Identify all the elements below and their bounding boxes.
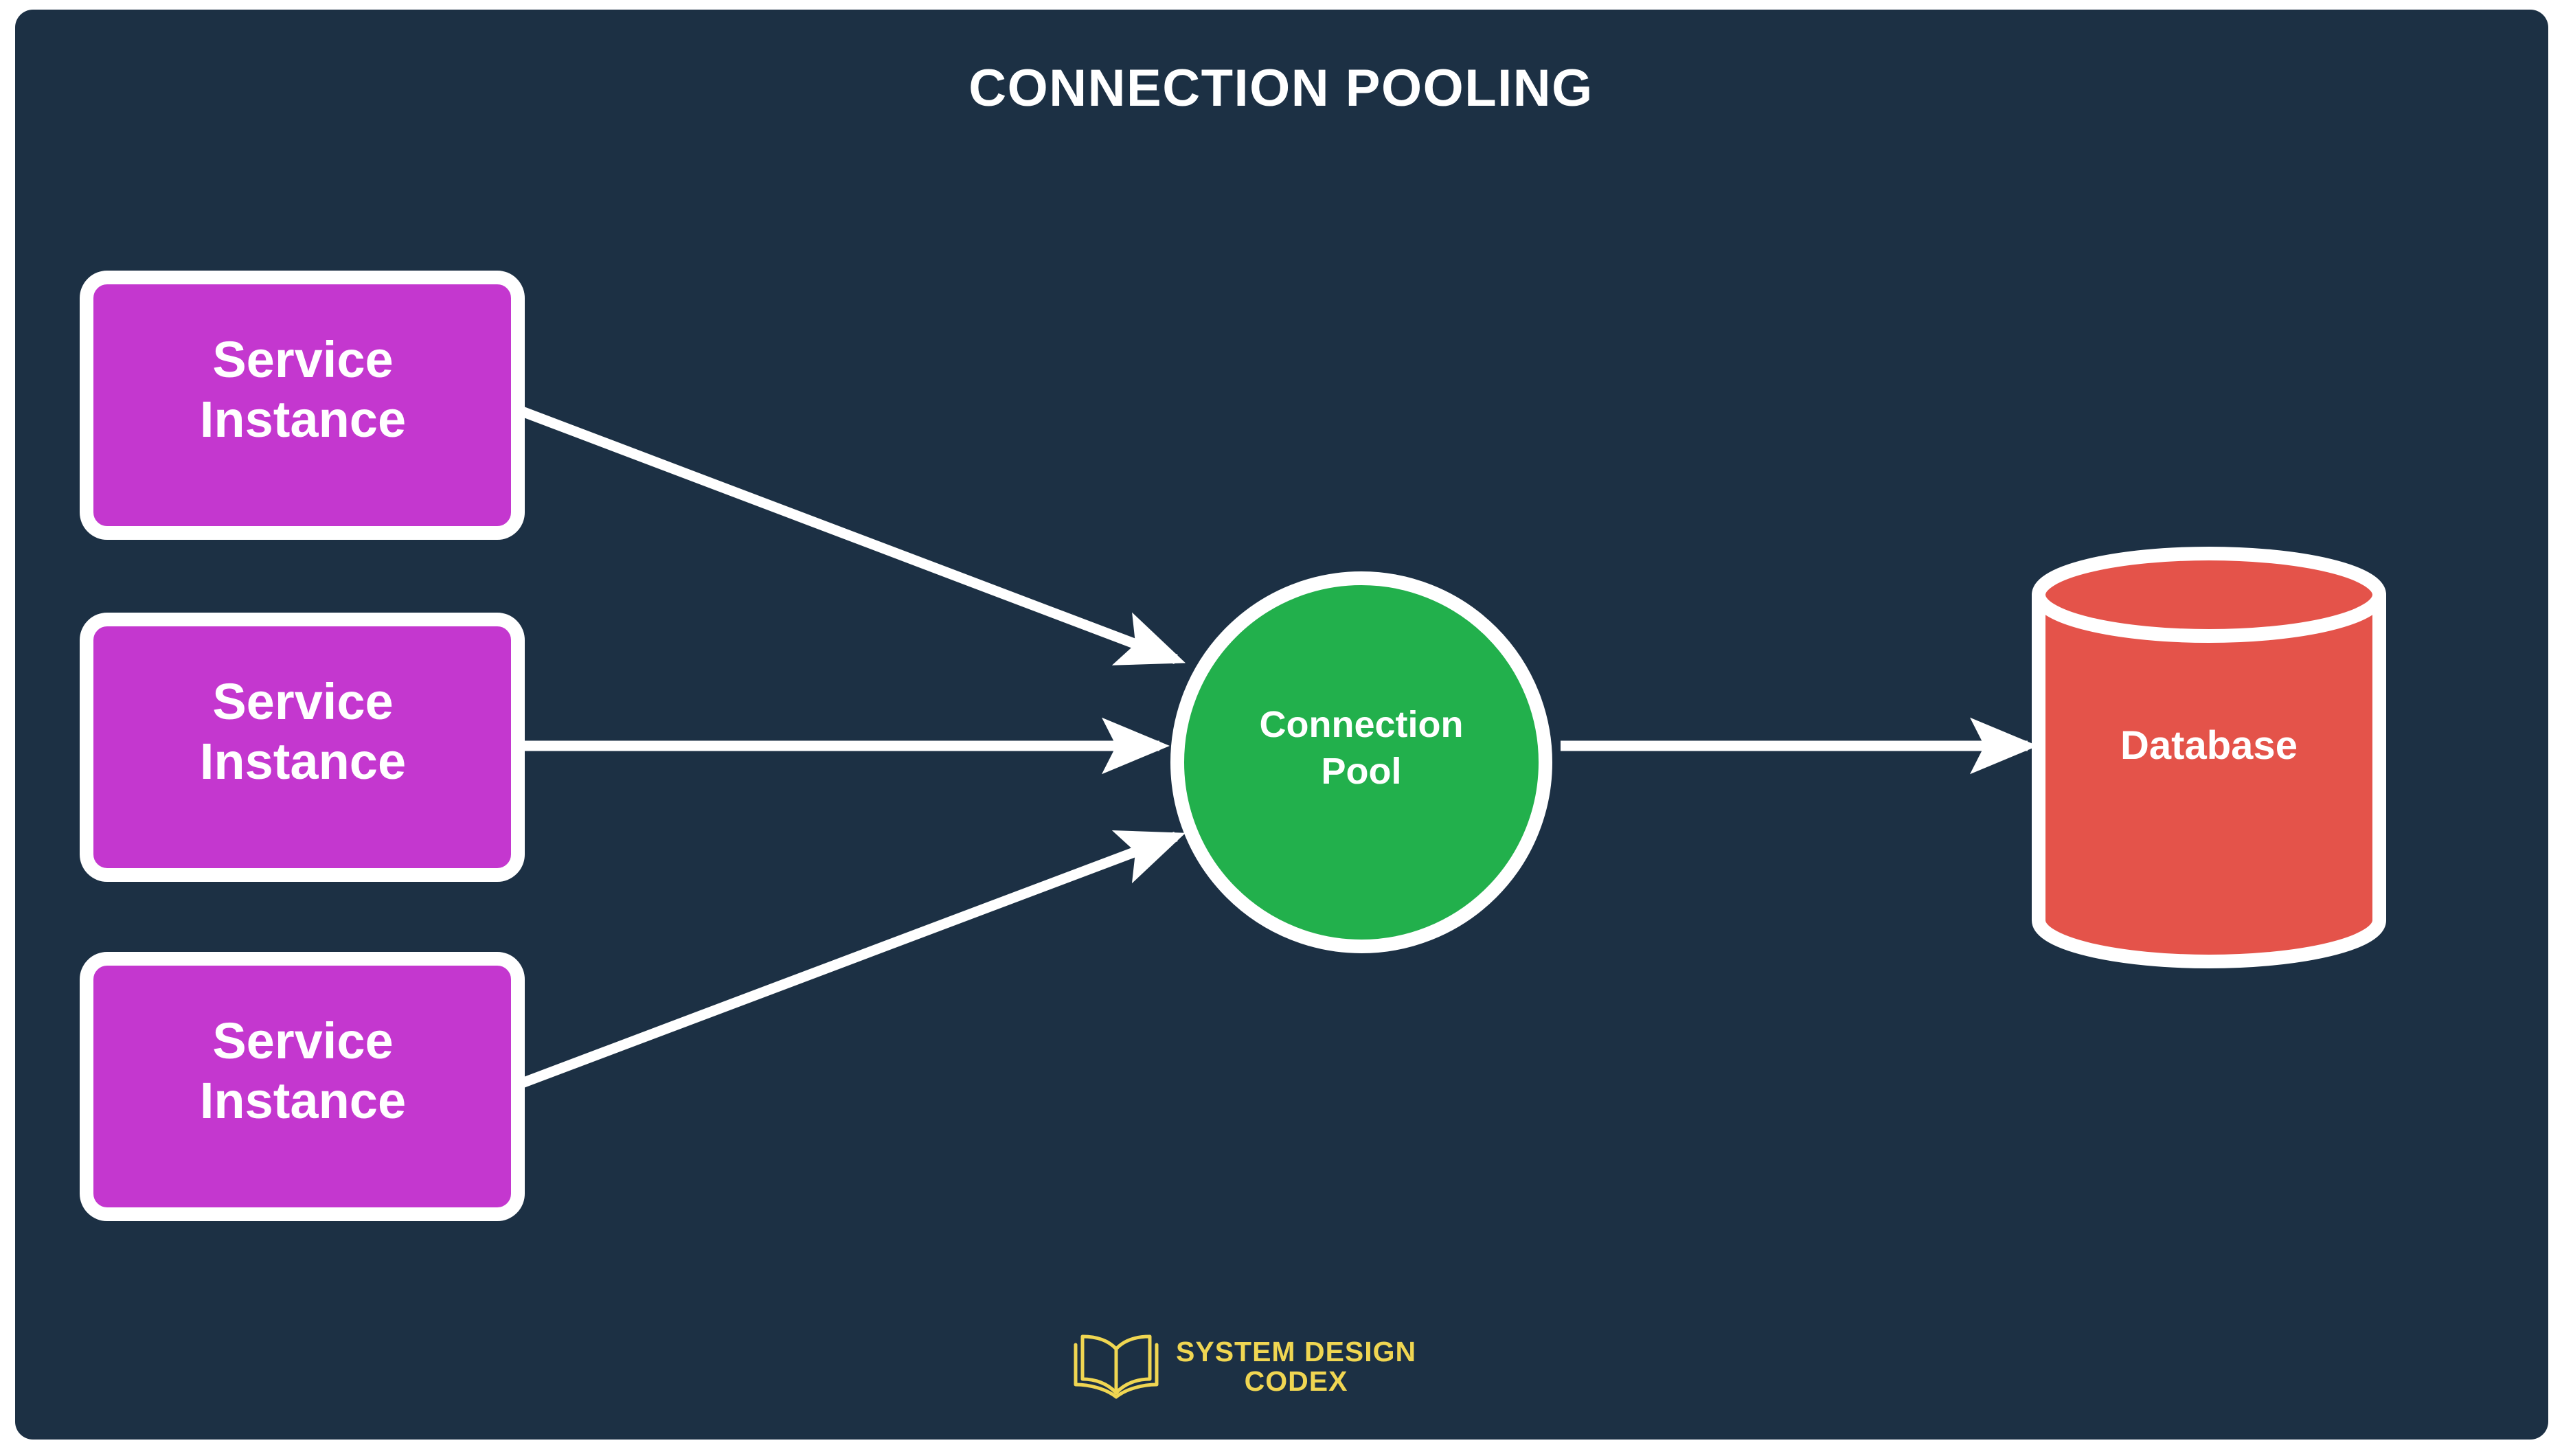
database-cylinder[interactable] [2032,547,2386,968]
service-instance-box-3[interactable] [80,952,525,1221]
page-title: CONNECTION POOLING [968,59,1594,117]
logo-line-1: SYSTEM DESIGN [1176,1336,1417,1368]
logo-line-2: CODEX [1244,1365,1348,1398]
edge-service3-to-pool [514,830,1186,1091]
logo-text: SYSTEM DESIGN CODEX [1176,1336,1417,1398]
edge-service1-to-pool [514,404,1186,666]
service-instance-box-2[interactable] [80,613,525,882]
connection-pool-circle[interactable] [1170,571,1552,953]
open-book-icon [1074,1334,1159,1399]
footer-logo: SYSTEM DESIGN CODEX [1072,1316,1497,1419]
service-instance-box-1[interactable] [80,271,525,540]
